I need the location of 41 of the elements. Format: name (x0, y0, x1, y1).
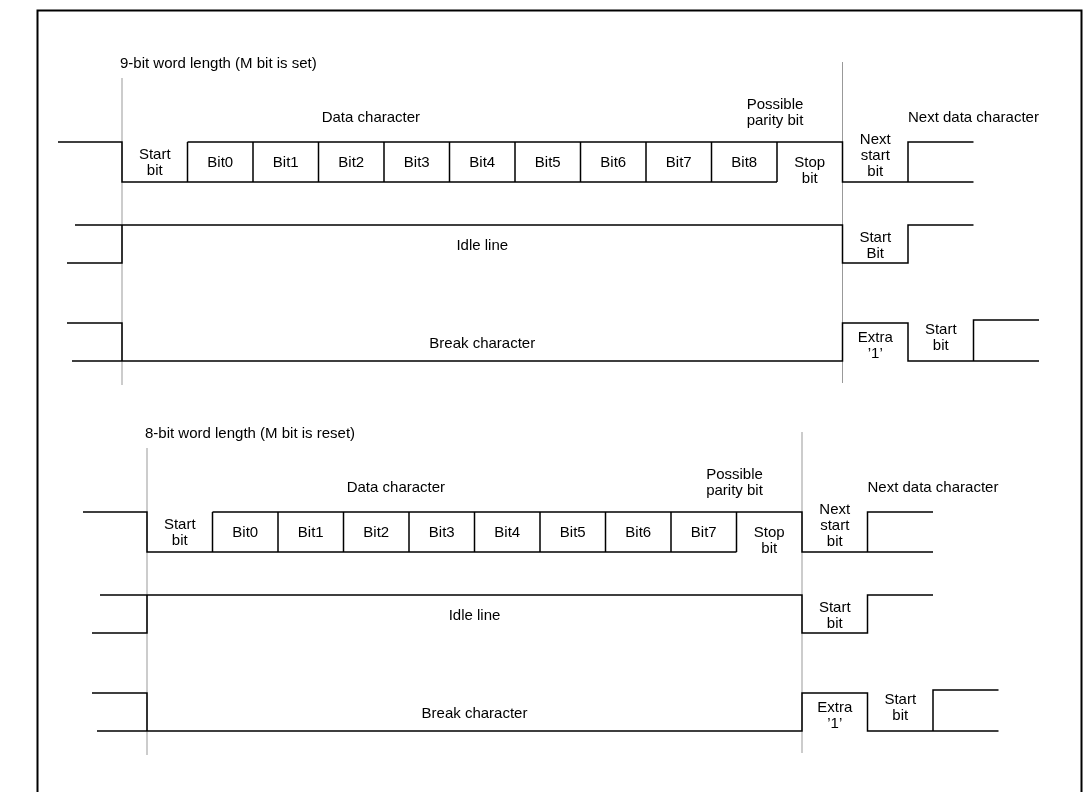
field-label: Possible parity bit (745, 96, 805, 128)
bit-label: Stop bit (793, 154, 827, 186)
bit-label: Next start bit (858, 131, 892, 179)
bit-label: Start bit (923, 321, 958, 353)
bit-label: Start bit (883, 691, 918, 723)
bit-label: Bit7 (689, 524, 718, 540)
bit-label: Bit4 (468, 154, 497, 170)
bit-label: Bit3 (427, 524, 456, 540)
bit-label: Bit0 (231, 524, 260, 540)
bit-label: Bit6 (624, 524, 653, 540)
bit-label: Start bit (137, 146, 172, 178)
line-state-label: Idle line (455, 237, 510, 253)
field-label: Data character (345, 479, 447, 495)
field-label: Possible parity bit (705, 466, 764, 498)
bit-label: Start bit (162, 516, 197, 548)
bit-label: Start bit (817, 599, 852, 631)
field-label: Next data character (908, 108, 1039, 126)
bit-label: Extra ’1’ (856, 329, 894, 361)
bit-label: Stop bit (752, 524, 786, 556)
bit-label: Bit0 (206, 154, 235, 170)
bit-label: Extra ’1’ (816, 699, 854, 731)
bit-label: Bit5 (558, 524, 587, 540)
bit-label: Bit6 (599, 154, 628, 170)
bit-label: Start Bit (858, 229, 893, 261)
bit-label: Next start bit (818, 501, 852, 549)
field-label: Next data character (867, 478, 999, 496)
bit-label: Bit2 (337, 154, 366, 170)
bit-label: Bit5 (533, 154, 562, 170)
line-state-label: Break character (428, 335, 537, 351)
bit-label: Bit8 (730, 154, 759, 170)
bit-label: Bit7 (664, 154, 693, 170)
bit-label: Bit3 (402, 154, 431, 170)
bit-label: Bit2 (362, 524, 391, 540)
line-state-label: Idle line (447, 607, 502, 623)
bit-label: Bit1 (296, 524, 325, 540)
line-state-label: Break character (420, 705, 529, 721)
section-heading: 8-bit word length (M bit is reset) (145, 424, 356, 442)
bit-label: Bit1 (271, 154, 300, 170)
bit-label: Bit4 (493, 524, 522, 540)
section-heading: 9-bit word length (M bit is set) (120, 54, 317, 72)
field-label: Data character (320, 109, 422, 125)
